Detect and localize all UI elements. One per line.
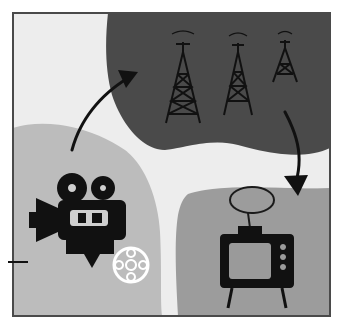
tv-screen [229,243,271,279]
tower-region [106,13,330,155]
tv-knob [280,244,286,250]
